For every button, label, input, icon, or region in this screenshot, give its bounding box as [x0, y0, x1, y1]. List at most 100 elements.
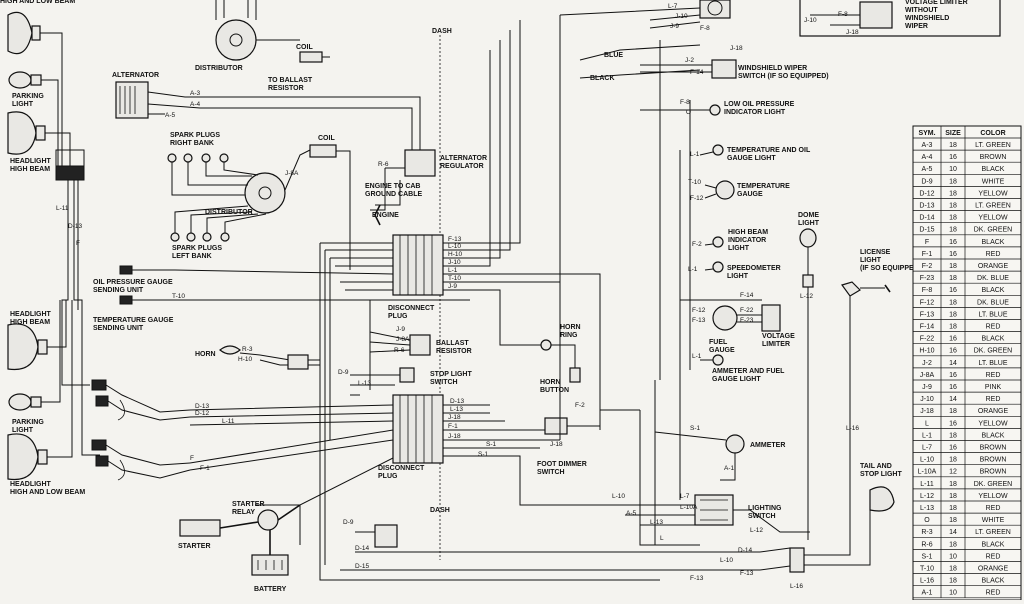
table-cell: 10 [949, 590, 957, 597]
wire-label-a5b: A-5 [626, 510, 637, 517]
wire-label-fb: F [190, 455, 194, 462]
label-alternator: ALTERNATOR [112, 72, 159, 79]
label-dash-top: DASH [432, 28, 452, 35]
ballast-area [350, 300, 431, 396]
engine-components [115, 0, 470, 370]
table-cell: LT. BLUE [978, 311, 1007, 318]
table-cell: S-1 [922, 553, 933, 560]
connector-d9 [374, 524, 398, 548]
wire-label-f1: F-1 [200, 465, 210, 472]
front-lights-group [7, 11, 191, 481]
wire-label-l10b: L-10 [612, 493, 625, 500]
table-cell: 18 [949, 203, 957, 210]
wire-label-j9: J-9 [448, 283, 457, 290]
wire-label-a1: A-1 [724, 465, 735, 472]
table-cell: 14 [949, 529, 957, 536]
table-cell: BLACK [982, 432, 1005, 439]
parking-light-top [8, 71, 32, 89]
distributor-mid [244, 172, 286, 214]
table-cell: 18 [949, 263, 957, 270]
wire-label-l13c: L-13 [650, 519, 663, 526]
table-cell: 18 [949, 493, 957, 500]
table-cell: F-1 [922, 251, 933, 258]
table-cell: D-9 [921, 178, 932, 185]
label-top-left: HIGH AND LOW BEAM [0, 0, 75, 5]
wire-label-f23: F-23 [740, 317, 754, 324]
table-cell: 18 [949, 578, 957, 585]
label-coil-mid: COIL [318, 135, 335, 142]
table-cell: BROWN [980, 445, 1007, 452]
table-cell: 16 [949, 445, 957, 452]
table-cell: L-11 [920, 481, 934, 488]
headlight-high-beam-mid [7, 323, 39, 371]
table-cell: BROWN [980, 154, 1007, 161]
table-header-2: COLOR [980, 130, 1005, 137]
table-cell: 18 [949, 190, 957, 197]
table-cell: R-6 [921, 541, 932, 548]
table-cell: 16 [949, 420, 957, 427]
table-cell: O [924, 517, 930, 524]
table-cell: WHITE [982, 178, 1005, 185]
wire-label-l7b: L-7 [680, 493, 690, 500]
wires-top-plug [174, 15, 660, 581]
wire-label-l11b: L-11 [222, 418, 235, 425]
table-cell: 16 [949, 287, 957, 294]
table-cell: BROWN [980, 457, 1007, 464]
wire-label-d14: D-14 [355, 545, 369, 552]
wire-label-f8b: F-8 [680, 99, 690, 106]
fuel-gauge [712, 305, 738, 331]
disconnect-plugs [392, 234, 444, 464]
wire-label-l: L [660, 535, 664, 542]
wire-label-r6b: R-6 [394, 347, 405, 354]
voltage-limiter [761, 304, 781, 332]
headlight-bottom-socket [37, 449, 48, 465]
wire-label-f13d: F-13 [740, 570, 754, 577]
table-cell: RED [986, 590, 1001, 597]
table-cell: A-5 [922, 166, 933, 173]
wire-label-f1b: F-1 [448, 423, 458, 430]
table-cell: L-16 [920, 578, 934, 585]
table-cell: BROWN [980, 469, 1007, 476]
wire-label-f14: F-14 [690, 69, 704, 76]
table-cell: F-13 [920, 311, 935, 318]
table-cell: 18 [949, 227, 957, 234]
table-cell: 18 [949, 299, 957, 306]
headlight-top [7, 11, 33, 55]
table-cell: BLACK [982, 166, 1005, 173]
table-cell: DK. GREEN [974, 348, 1013, 355]
wire-label-j2: J-2 [685, 57, 694, 64]
wire-label-d13b: D-13 [195, 403, 209, 410]
table-cell: D-15 [919, 227, 934, 234]
wire-label-j18: J-18 [448, 414, 461, 421]
label-horn: HORN [195, 351, 216, 358]
table-cell: J-10 [920, 396, 934, 403]
horn-button [569, 367, 581, 383]
table-cell: 18 [949, 481, 957, 488]
wire-label-l13b: L-13 [450, 406, 463, 413]
headlight-high-beam-top [7, 111, 37, 155]
table-cell: F-22 [920, 336, 935, 343]
wire-label-l1d: L-1 [692, 353, 702, 360]
wire-label-r3: R-3 [242, 346, 253, 353]
table-cell: PINK [985, 384, 1002, 391]
wire-label-j9b: J-9 [396, 326, 405, 333]
alternator [115, 81, 149, 119]
table-cell: RED [986, 324, 1001, 331]
table-cell: BLACK [982, 541, 1005, 548]
table-cell: 14 [949, 360, 957, 367]
wire-label-j18e: J-18 [846, 29, 859, 36]
headlight-high-beam-top-socket [35, 125, 46, 141]
wire-label-l11: L-11 [56, 205, 69, 212]
wire-label-a5: A-5 [165, 112, 176, 119]
